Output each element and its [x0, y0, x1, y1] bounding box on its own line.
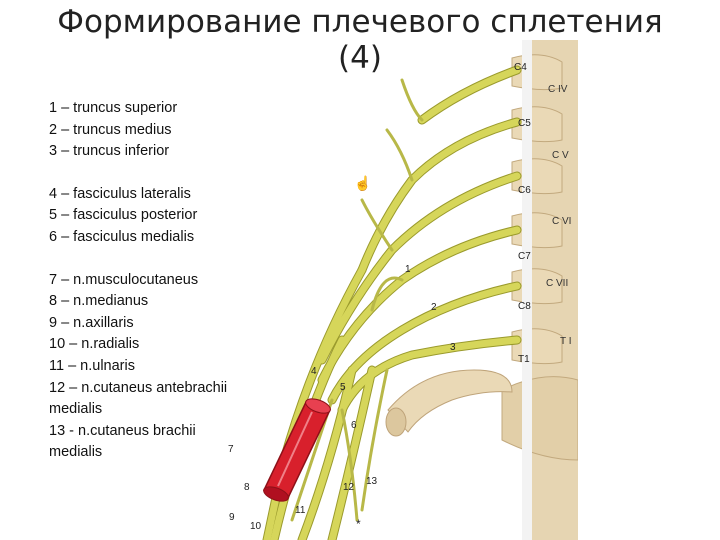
number-label: 2 [431, 302, 437, 313]
legend-item: 3 – truncus inferior [49, 143, 170, 160]
slide-title: Формирование плечевого сплетения (4) [0, 4, 720, 76]
number-label: 3 [450, 342, 456, 353]
number-label: 5 [340, 382, 346, 393]
number-label: 1 [405, 264, 411, 275]
number-labels: 1 2 3 4 5 6 7 8 9 10 11 12 13 [228, 264, 456, 532]
legend-item: 2 – truncus medius [49, 121, 172, 138]
title-line-2: (4) [338, 40, 382, 76]
number-label: 9 [229, 512, 235, 523]
vertebra-label: T I [560, 336, 571, 347]
root-label: T1 [518, 354, 530, 365]
number-label: 4 [311, 366, 317, 377]
root-label: C7 [518, 251, 531, 262]
title-line-1: Формирование плечевого сплетения [57, 4, 663, 40]
vertebra-label: C V [552, 150, 569, 161]
number-label: 8 [244, 482, 250, 493]
legend-item: 10 – n.radialis [49, 336, 140, 353]
legend-item: 5 – fasciculus posterior [49, 207, 198, 224]
legend-item: 9 – n.axillaris [49, 314, 134, 331]
vertebra-label: C VI [552, 216, 571, 227]
legend-trunci: 1 – truncus superior 2 – truncus medius … [49, 98, 259, 163]
number-label: 7 [228, 444, 234, 455]
legend-item: 11 – n.ulnaris [49, 357, 135, 374]
root-label: C6 [518, 185, 531, 196]
root-label: C5 [518, 118, 531, 129]
vertebra-label: C IV [548, 84, 568, 95]
number-label: 11 [295, 505, 306, 516]
legend-item: 7 – n.musculocutaneus [49, 271, 199, 288]
vertebra-label: C VII [546, 278, 568, 289]
asterisk-icon: * [356, 517, 361, 531]
legend-fasciculi: 4 – fasciculus lateralis 5 – fasciculus … [49, 184, 259, 249]
legend-item: 8 – n.medianus [49, 293, 149, 310]
vertebral-column [385, 40, 578, 540]
plexus-nerves [262, 65, 522, 540]
number-label: 10 [250, 521, 262, 532]
number-label: 6 [351, 420, 357, 431]
brachial-plexus-illustration: C4 C5 C6 C7 C8 T1 C IV C V C VI C VII T … [212, 40, 578, 540]
root-label: C4 [514, 62, 527, 73]
legend-item: 13 - n.cutaneus brachii medialis [49, 422, 196, 461]
root-labels: C4 C5 C6 C7 C8 T1 [514, 62, 531, 365]
legend-item: 1 – truncus superior [49, 100, 178, 116]
axillary-artery [262, 398, 332, 502]
legend-item: 4 – fasciculus lateralis [49, 185, 191, 202]
number-label: 12 [343, 482, 355, 493]
hand-pointer-icon: ☝ [354, 174, 371, 192]
legend-nervi: 7 – n.musculocutaneus 8 – n.medianus 9 –… [49, 270, 259, 464]
legend: 1 – truncus superior 2 – truncus medius … [49, 98, 259, 485]
legend-item: 12 – n.cutaneus antebrachii medialis [49, 379, 228, 418]
number-label: 13 [366, 476, 378, 487]
vertebra-labels: C IV C V C VI C VII T I [546, 84, 571, 347]
legend-item: 6 – fasciculus medialis [49, 228, 195, 245]
root-label: C8 [518, 301, 531, 312]
